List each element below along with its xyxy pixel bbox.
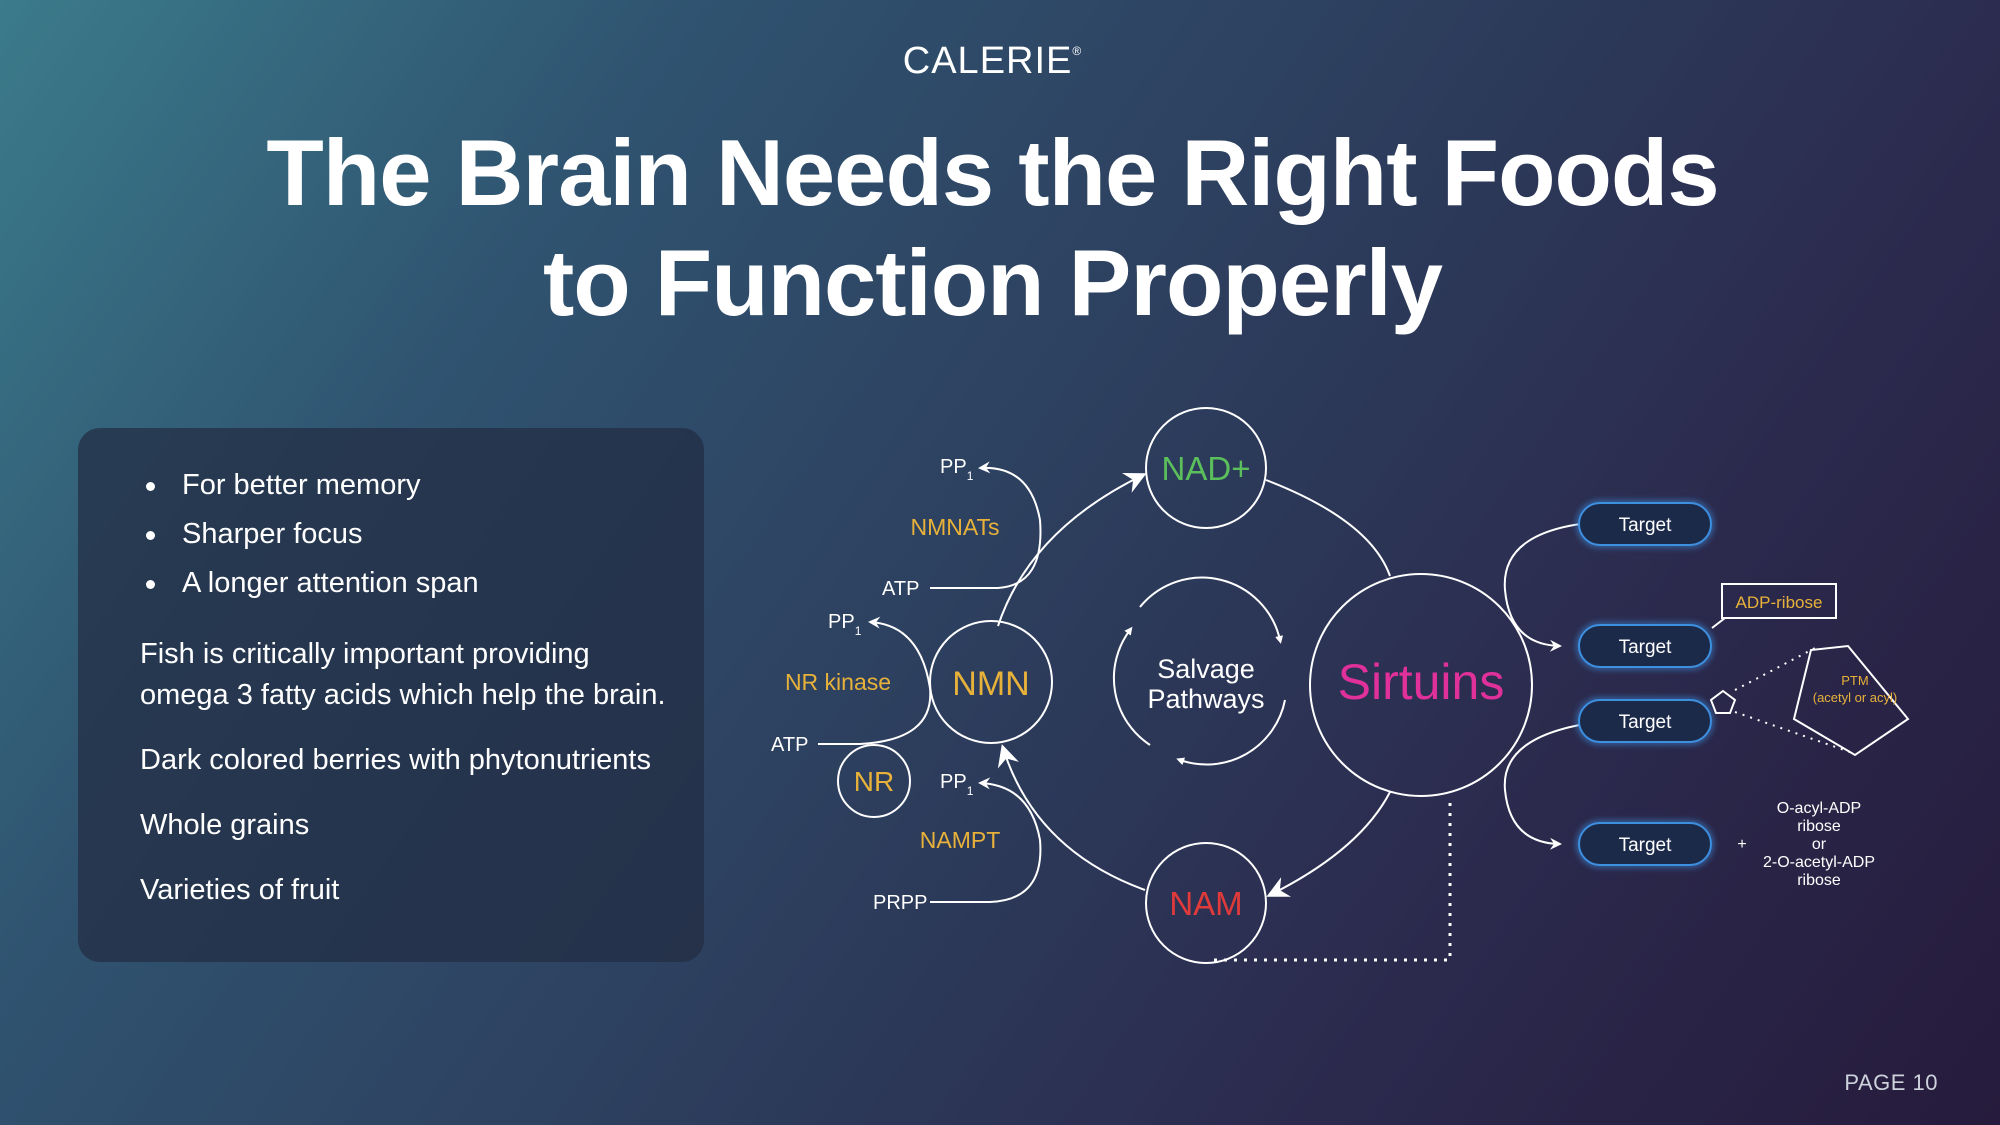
nmn-label: NMN bbox=[952, 665, 1029, 703]
salvage-cycle bbox=[1112, 576, 1286, 766]
pp-text: PP bbox=[940, 456, 967, 478]
paragraph-berries: Dark colored berries with phytonutrients bbox=[140, 740, 680, 781]
sirtuins-circle bbox=[1309, 573, 1533, 797]
salvage-label-1: Salvage bbox=[1157, 654, 1255, 684]
food-paragraphs: Fish is critically important providing om… bbox=[140, 634, 680, 935]
paragraph-grains: Whole grains bbox=[140, 805, 680, 846]
target-label: Target bbox=[1619, 637, 1673, 658]
atp-label-top: ATP bbox=[882, 578, 919, 600]
pp1-label-top: PP1 bbox=[940, 456, 974, 483]
paragraph-line: omega 3 fatty acids which help the brain… bbox=[140, 679, 666, 711]
pp-subscript: 1 bbox=[967, 784, 974, 798]
food-list-panel: For better memory Sharper focus A longer… bbox=[78, 428, 704, 962]
small-pentagon-icon bbox=[1709, 689, 1737, 714]
title-line-2: to Function Properly bbox=[542, 230, 1443, 335]
registered-mark: ® bbox=[1072, 44, 1083, 58]
target-curve-upper bbox=[1503, 521, 1599, 652]
nampt-curve bbox=[930, 777, 1042, 903]
nmnats-label: NMNATs bbox=[910, 514, 999, 540]
pp-text: PP bbox=[940, 771, 967, 793]
target-label: Target bbox=[1619, 515, 1673, 536]
brand-logo: CALERIE® bbox=[0, 40, 1985, 83]
paragraph-fish: Fish is critically important providing om… bbox=[140, 634, 680, 716]
adp-ribose-box bbox=[1721, 583, 1837, 619]
product-line: ribose bbox=[1797, 872, 1841, 889]
page-title: The Brain Needs the Right Foods to Funct… bbox=[0, 118, 1985, 338]
nam-to-nmn-arrow bbox=[997, 744, 1146, 891]
pp-subscript: 1 bbox=[855, 624, 862, 638]
paragraph-line: Whole grains bbox=[140, 809, 310, 841]
paragraph-fruit: Varieties of fruit bbox=[140, 870, 680, 911]
target-pill-1 bbox=[1578, 502, 1712, 546]
nmn-to-nad-arrow bbox=[997, 472, 1147, 627]
page-number: PAGE 10 bbox=[1844, 1070, 1938, 1095]
nmn-circle bbox=[929, 620, 1053, 744]
paragraph-line: Fish is critically important providing bbox=[140, 638, 590, 670]
substrate-labels: PP1 ATP PP1 ATP PP1 PRPP bbox=[771, 456, 974, 914]
node-circles bbox=[837, 407, 1533, 964]
adp-ribose-connector bbox=[1711, 617, 1726, 629]
target-pills: Target Target Target Target bbox=[1576, 500, 1714, 868]
salvage-label-2: Pathways bbox=[1147, 684, 1264, 714]
nam-label: NAM bbox=[1169, 885, 1242, 922]
product-line: 2-O-acetyl-ADP bbox=[1763, 854, 1875, 871]
sirtuins-label: Sirtuins bbox=[1338, 654, 1505, 710]
product-line: ribose bbox=[1797, 818, 1841, 835]
sirtuins-to-nam-arrow bbox=[1266, 791, 1391, 897]
target-label: Target bbox=[1619, 712, 1673, 733]
nad-circle bbox=[1145, 407, 1267, 529]
cycle-connectors bbox=[818, 461, 1726, 903]
pp-text: PP bbox=[828, 611, 855, 633]
atp-label-mid: ATP bbox=[771, 734, 808, 756]
dotted-links bbox=[1210, 647, 1851, 962]
ptm-dotted-lower bbox=[1734, 711, 1851, 753]
nr-label: NR bbox=[854, 766, 894, 797]
plus-sign: + bbox=[1737, 836, 1746, 853]
pp1-label-mid: PP1 bbox=[828, 611, 862, 638]
prpp-label: PRPP bbox=[873, 892, 927, 914]
paragraph-line: Varieties of fruit bbox=[140, 874, 340, 906]
target-pill-2 bbox=[1578, 624, 1712, 668]
nampt-label: NAMPT bbox=[920, 827, 1001, 853]
sirtuins-nam-dotted bbox=[1210, 803, 1452, 962]
ptm-pentagon-icon bbox=[1792, 644, 1910, 757]
bullet-item: Sharper focus bbox=[140, 515, 479, 564]
target-pill-3 bbox=[1578, 699, 1712, 743]
product-label: O-acyl-ADP ribose or 2-O-acetyl-ADP ribo… bbox=[1763, 800, 1875, 889]
product-line: O-acyl-ADP bbox=[1777, 800, 1861, 817]
nr-kinase-label: NR kinase bbox=[785, 669, 891, 695]
pp1-label-low: PP1 bbox=[940, 771, 974, 798]
paragraph-line: Dark colored berries with phytonutrients bbox=[140, 744, 651, 776]
ptm-sublabel: (acetyl or acyl) bbox=[1813, 690, 1898, 705]
ptm-label: PTM bbox=[1841, 673, 1868, 688]
target-pill-4 bbox=[1578, 822, 1712, 866]
pp-subscript: 1 bbox=[967, 469, 974, 483]
benefit-bullets: For better memory Sharper focus A longer… bbox=[140, 466, 479, 613]
bullet-item: For better memory bbox=[140, 466, 479, 515]
target-curve-lower bbox=[1503, 721, 1599, 850]
nad-label: NAD+ bbox=[1162, 450, 1251, 487]
nr-circle bbox=[837, 744, 911, 818]
product-line: or bbox=[1812, 836, 1827, 853]
nam-circle bbox=[1145, 842, 1267, 964]
bullet-item: A longer attention span bbox=[140, 564, 479, 613]
nad-to-sirtuins-line bbox=[1265, 479, 1391, 577]
nmnats-curve bbox=[930, 461, 1042, 589]
target-label: Target bbox=[1619, 835, 1673, 856]
adp-ribose-label: ADP-ribose bbox=[1736, 593, 1823, 612]
title-line-1: The Brain Needs the Right Foods bbox=[266, 120, 1719, 225]
brand-name: CALERIE bbox=[902, 40, 1073, 82]
